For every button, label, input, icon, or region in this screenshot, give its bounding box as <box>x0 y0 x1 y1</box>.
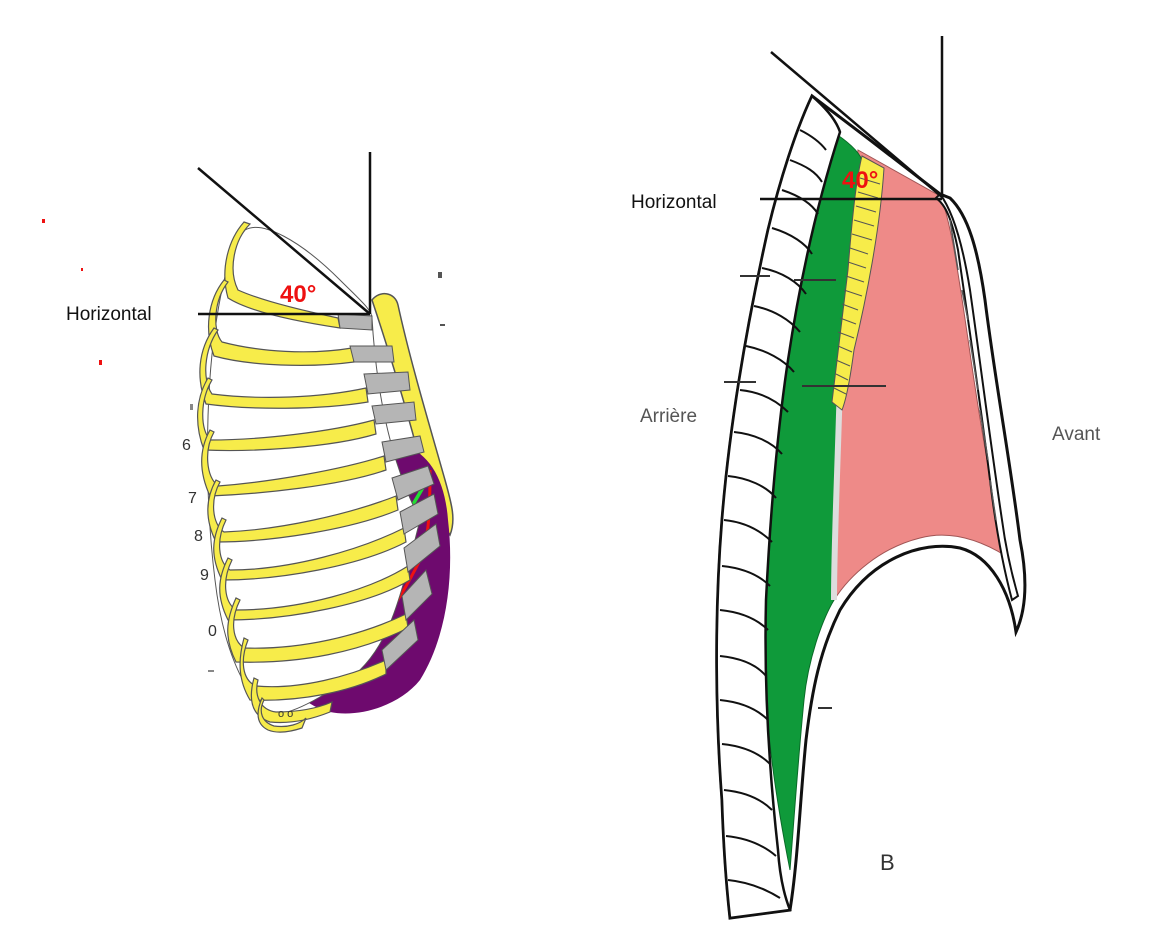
anterior-wall-marks <box>949 219 997 521</box>
rib-12 <box>257 696 307 733</box>
posterior-rib-strip <box>715 93 842 920</box>
rib-2 <box>207 279 395 366</box>
stray-mark <box>440 324 445 326</box>
front-label: Avant <box>1052 424 1101 445</box>
rib-8 <box>219 523 441 621</box>
posterior-rib-marks <box>719 129 827 899</box>
rib-6 <box>207 465 435 543</box>
rib-number-label: 6 <box>182 437 191 454</box>
left-rib-cage-illustration: Horizontal 40° 6 7 8 9 0 o o <box>42 152 454 733</box>
rib-number-label: 0 <box>208 623 217 640</box>
inner-boundary <box>831 379 843 601</box>
stray-mark <box>99 360 102 365</box>
stray-mark <box>81 268 83 271</box>
right-horizontal-label: Horizontal <box>631 192 717 213</box>
rib-number-label: 8 <box>194 528 203 545</box>
right-oblique-line <box>770 51 943 198</box>
stray-mark <box>438 272 442 278</box>
right-angle-label: 40° <box>842 167 878 194</box>
panel-letter-label: B <box>880 850 895 875</box>
rib-7 <box>213 493 439 581</box>
stray-mark <box>42 219 45 223</box>
left-horizontal-label: Horizontal <box>66 304 152 325</box>
rib-3 <box>199 327 411 409</box>
rear-label: Arrière <box>640 406 697 427</box>
yellow-vertebrae <box>831 155 885 411</box>
rib-11 <box>250 677 333 724</box>
stray-mark <box>190 404 193 410</box>
bottom-mark-label: o o <box>278 708 293 720</box>
right-sagittal-illustration: Horizontal 40° Arrière Avant B <box>631 36 1101 920</box>
rib-1 <box>224 221 373 331</box>
rib-number-label: 9 <box>200 567 209 584</box>
rib-number-label: 7 <box>188 490 197 507</box>
anterior-wall-strip <box>934 192 1020 602</box>
left-angle-label: 40° <box>280 281 316 308</box>
stray-mark <box>208 670 214 672</box>
lung-tick-marks <box>724 275 886 709</box>
left-oblique-line <box>197 167 371 315</box>
